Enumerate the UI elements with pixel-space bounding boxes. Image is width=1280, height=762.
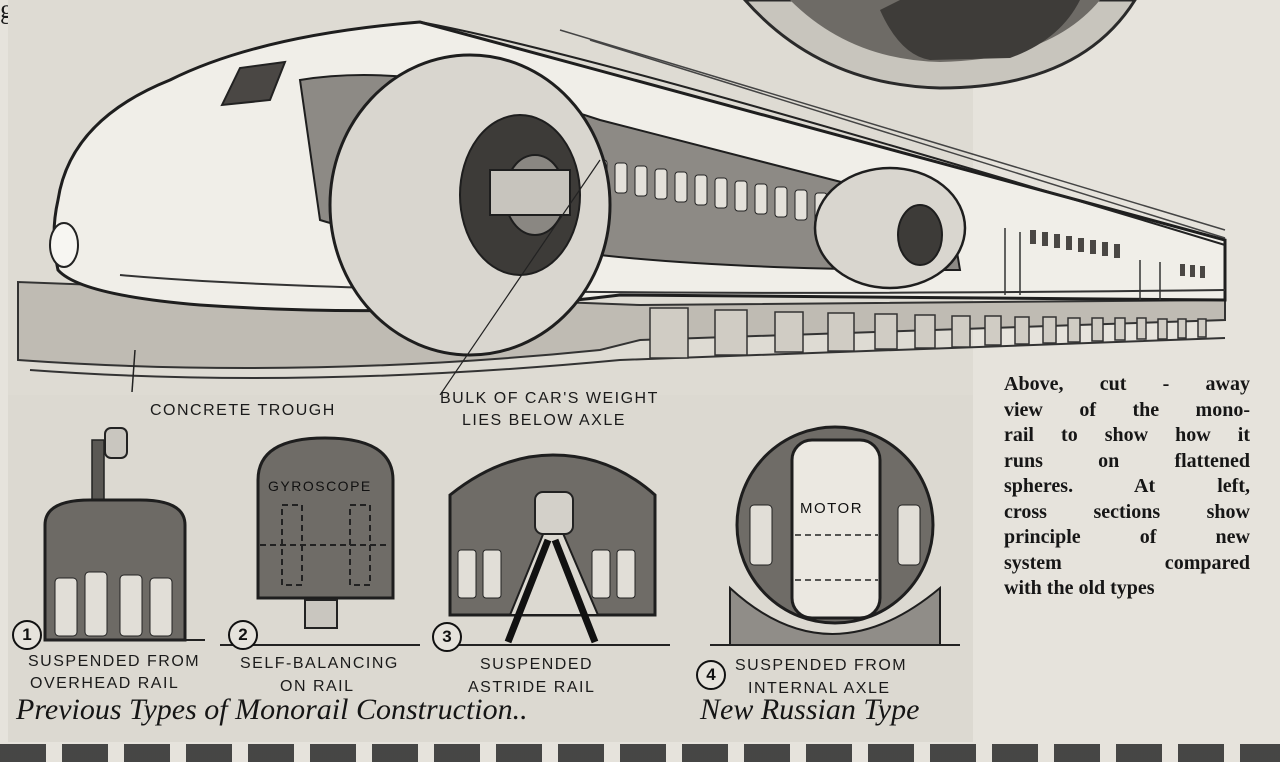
section-4-label-line2: INTERNAL AXLE <box>748 680 891 697</box>
label-motor: MOTOR <box>800 500 864 517</box>
label-concrete-trough: CONCRETE TROUGH <box>150 402 336 419</box>
caption-line: with the old types <box>1004 577 1155 599</box>
caption-line: spheres. At left, <box>1004 475 1250 497</box>
label-bulk-weight-line1: BULK OF CAR'S WEIGHT <box>440 390 659 407</box>
cross-section-3 <box>448 453 670 646</box>
section-2-label-line1: SELF-BALANCING <box>240 655 399 672</box>
section-3-label-line1: SUSPENDED <box>480 656 594 673</box>
label-gyroscope: GYROSCOPE <box>268 478 372 494</box>
cut-off-headline-strip <box>0 744 1280 762</box>
section-1-label-line2: OVERHEAD RAIL <box>30 675 180 692</box>
cross-section-2 <box>220 436 420 646</box>
caption-line: principle of new <box>1004 526 1250 548</box>
monorail-car <box>49 20 1227 396</box>
section-4-label-line1: SUSPENDED FROM <box>735 657 908 674</box>
caption-line: system compared <box>1004 551 1250 574</box>
label-bulk-weight-line2: LIES BELOW AXLE <box>462 412 626 429</box>
section-1-label-line1: SUSPENDED FROM <box>28 653 201 670</box>
section-2-label-line2: ON RAIL <box>280 678 355 695</box>
title-new-russian-type: New Russian Type <box>700 693 920 726</box>
caption-line: cross sections show <box>1004 500 1250 523</box>
caption-text: Above, cut - away view of the mono- rail… <box>1004 372 1250 602</box>
section-number-1: 1 <box>12 620 42 650</box>
section-3-label-line2: ASTRIDE RAIL <box>468 679 596 696</box>
section-number-3: 3 <box>432 622 462 652</box>
portrait-medallion <box>742 0 1137 90</box>
caption-line: runs on flattened <box>1004 449 1250 472</box>
caption-line: Above, cut - away <box>1004 373 1250 395</box>
cross-section-4 <box>710 425 960 646</box>
cross-section-panel <box>8 395 973 742</box>
caption-line: view of the mono- <box>1004 398 1250 421</box>
section-number-4: 4 <box>696 660 726 690</box>
caption-line: rail to show how it <box>1004 424 1250 446</box>
cross-section-1 <box>43 427 205 642</box>
title-previous-types: Previous Types of Monorail Construction.… <box>16 693 528 726</box>
section-number-2: 2 <box>228 620 258 650</box>
